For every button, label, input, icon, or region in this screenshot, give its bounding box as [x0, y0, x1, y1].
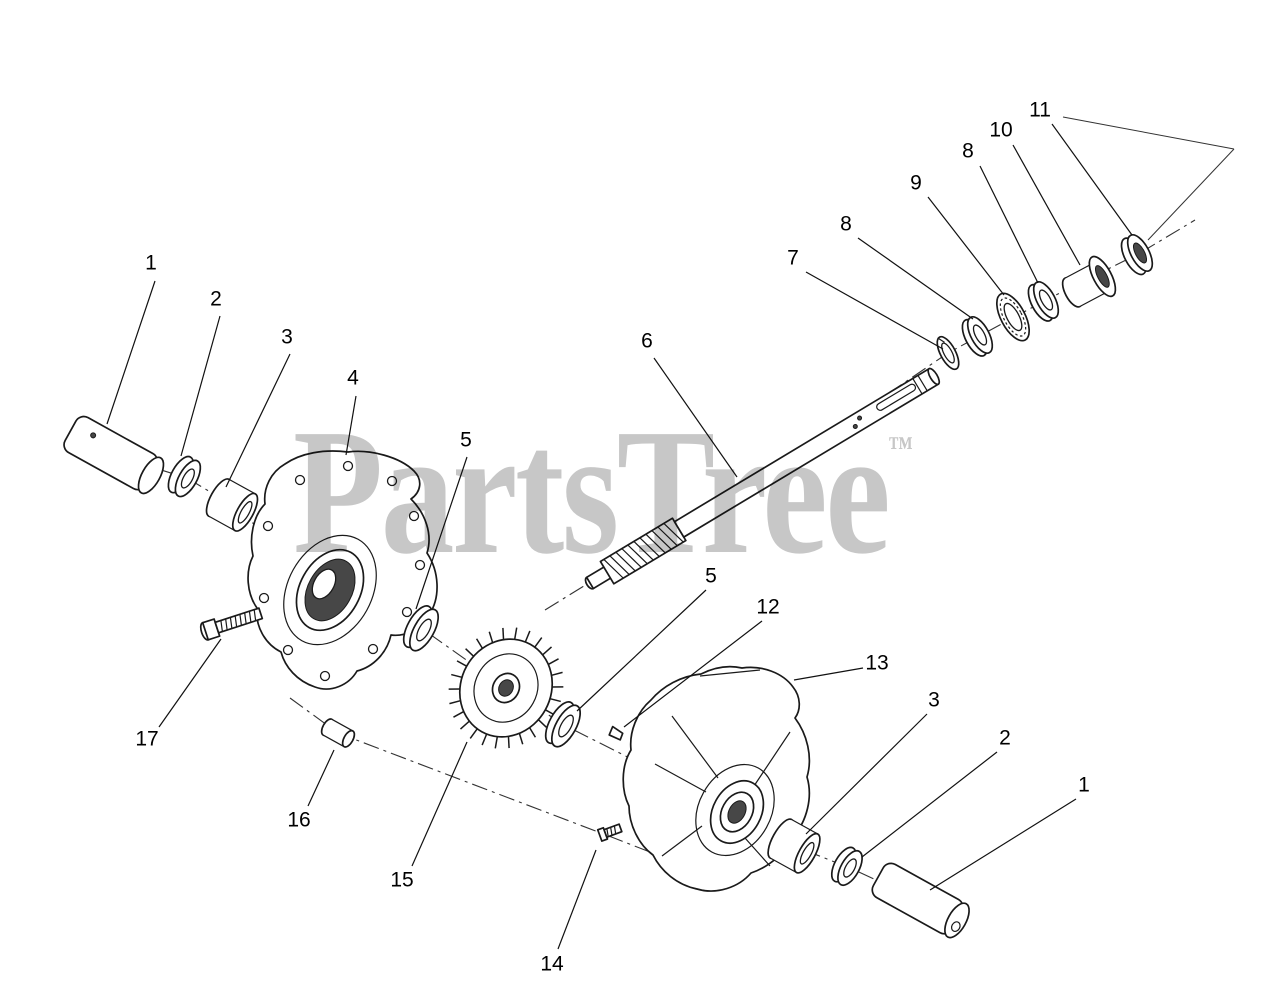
leader-line-12-13: [623, 620, 763, 728]
leader-line-8-7: [857, 237, 974, 320]
part-end-washer: [1120, 233, 1154, 276]
leader-line-2-16: [861, 751, 998, 858]
leader-line-6-5: [653, 357, 738, 478]
callout-label-1-0: 1: [145, 252, 157, 275]
callout-label-8-9: 8: [962, 140, 974, 163]
part-worm-shaft: [584, 367, 941, 590]
part-snap-ring: [936, 335, 960, 371]
leader-line-16-19: [307, 749, 335, 807]
leader-line-4-3: [345, 395, 357, 456]
part-helical-gear: [448, 627, 564, 749]
part-gearbox-housing-right: [622, 665, 811, 892]
leader-line-3-2: [225, 353, 291, 488]
leader-line-3-15: [805, 713, 928, 835]
leader-line-11-11: [1051, 123, 1133, 236]
part-washer-right: [830, 846, 863, 887]
leader-line-17-18: [158, 638, 222, 728]
part-washer-left: [167, 455, 202, 498]
callout-label-13-14: 13: [865, 652, 888, 675]
part-roll-pin-right: [871, 862, 970, 939]
leader-line-9-8: [927, 196, 1005, 296]
part-hex-bolt: [199, 607, 264, 641]
callout-label-1-17: 1: [1078, 774, 1090, 797]
construction-line-2: [1147, 148, 1235, 241]
part-needle-bearing: [995, 292, 1031, 342]
callout-label-2-1: 2: [210, 288, 222, 311]
part-key: [608, 725, 624, 741]
leader-line-1-17: [929, 798, 1077, 891]
callout-label-5-4: 5: [460, 429, 472, 452]
callout-label-8-7: 8: [840, 213, 852, 236]
construction-line-1: [1062, 116, 1235, 150]
part-bushing-right: [767, 818, 821, 874]
callout-label-12-13: 12: [756, 596, 779, 619]
callout-label-16-19: 16: [287, 809, 310, 832]
callout-label-3-15: 3: [928, 689, 940, 712]
leader-line-10-10: [1012, 144, 1081, 266]
callout-label-9-8: 9: [910, 172, 922, 195]
leader-line-5-12: [576, 589, 707, 712]
parts-layer: [63, 233, 1154, 939]
leader-line-5-4: [415, 456, 468, 610]
callout-label-17-18: 17: [135, 728, 158, 751]
construction-layer: [1062, 116, 1235, 241]
leader-line-14-21: [557, 849, 597, 950]
leader-line-8-9: [979, 165, 1039, 284]
centerline-3: [289, 697, 656, 855]
cover-bolt-holes: [258, 460, 426, 682]
leader-line-7-6: [805, 271, 944, 350]
part-roll-pin-left: [63, 415, 165, 495]
callout-label-7-6: 7: [787, 247, 799, 270]
part-thrust-washer-b: [1027, 280, 1060, 322]
callout-label-5-12: 5: [705, 565, 717, 588]
leader-line-1-0: [106, 280, 156, 425]
callout-label-11-11: 11: [1029, 99, 1051, 122]
leader-line-15-20: [411, 741, 468, 867]
part-bushing-left: [205, 478, 259, 532]
part-set-screw: [596, 823, 623, 842]
callout-label-6-5: 6: [641, 330, 653, 353]
callout-label-4-3: 4: [347, 367, 359, 390]
part-washer-gear-side: [544, 701, 582, 748]
callout-label-15-20: 15: [390, 869, 413, 892]
callout-label-2-16: 2: [999, 727, 1011, 750]
part-washer-cover-side: [402, 605, 440, 652]
part-gearbox-cover-left: [247, 450, 438, 690]
callout-label-14-21: 14: [540, 953, 564, 976]
callout-label-10-10: 10: [989, 119, 1012, 142]
gear-teeth: [448, 627, 564, 749]
part-flanged-bushing: [1061, 255, 1117, 308]
callout-label-3-2: 3: [281, 326, 293, 349]
part-small-pin: [320, 718, 356, 748]
leader-line-2-1: [180, 315, 221, 457]
part-thrust-washer-a: [961, 315, 994, 357]
leader-line-13-14: [793, 667, 864, 681]
